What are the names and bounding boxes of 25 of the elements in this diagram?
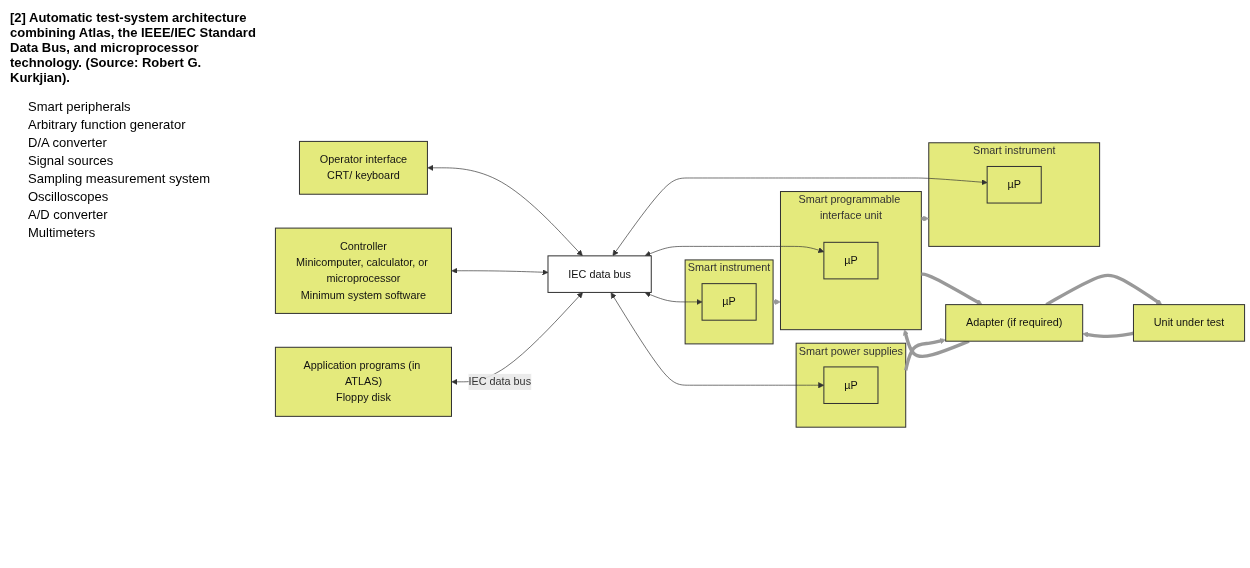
arrow bbox=[903, 329, 970, 358]
arrow bbox=[1045, 273, 1163, 306]
node-box: µP bbox=[701, 282, 757, 321]
node-box: Application programs (in ATLAS) Floppy disk bbox=[274, 346, 452, 417]
node-box: IEC data bus bbox=[547, 255, 652, 293]
note-text: Smart peripherals bbox=[28, 99, 132, 114]
arrow bbox=[1082, 331, 1134, 338]
node-box: Controller Minicomputer, calculator, or microprocessor Minimum system software bbox=[274, 227, 452, 314]
note-text: Sampling measurement system bbox=[28, 171, 212, 186]
caption: [2] Automatic test-system architecture combining Atlas, the IEEE/IEC Standard Data Bus, and microprocessor technology. (Source: Robert G. Kurkjian). bbox=[10, 10, 257, 85]
edge-label: IEC data bus bbox=[468, 375, 532, 387]
node-box: µP bbox=[986, 165, 1042, 204]
note-text: Oscilloscopes bbox=[28, 189, 110, 204]
note-text: A/D converter bbox=[28, 207, 109, 222]
node-box: µP bbox=[823, 366, 879, 404]
arrow bbox=[904, 337, 946, 371]
node-box: Unit under test bbox=[1132, 303, 1246, 342]
node-box: Adapter (if required) bbox=[945, 303, 1084, 342]
note-text: Signal sources bbox=[28, 153, 115, 168]
node-box: µP bbox=[823, 241, 879, 280]
node-box: Operator interface CRT/ keyboard bbox=[298, 140, 428, 195]
arrow bbox=[920, 272, 983, 305]
note-text: Multimeters bbox=[28, 225, 97, 240]
note-text: D/A converter bbox=[28, 135, 108, 150]
note-text: Arbitrary function generator bbox=[28, 117, 187, 132]
